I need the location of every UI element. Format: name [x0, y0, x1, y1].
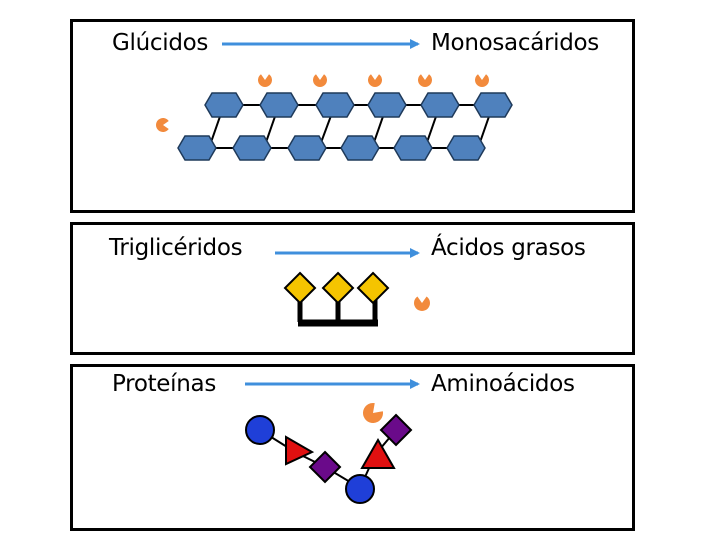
- hexagon-monosaccharide-icon: [177, 135, 217, 161]
- enzyme-pacman-icon: [363, 403, 383, 423]
- hexagon-monosaccharide-icon: [287, 135, 327, 161]
- enzyme-pacman-icon: [313, 74, 327, 87]
- hexagon-monosaccharide-icon: [446, 135, 486, 161]
- label-aminoacidos: Aminoácidos: [431, 371, 575, 397]
- arrows-layer: [222, 39, 420, 389]
- circle-aminoacid-icon: [345, 474, 375, 504]
- enzyme-pacman-icon: [475, 74, 489, 87]
- hexagon-monosaccharide-icon: [204, 92, 244, 118]
- square-aminoacid-icon: [308, 450, 342, 484]
- enzyme-pacman-icon: [414, 296, 430, 312]
- hexagon-monosaccharide-icon: [232, 135, 272, 161]
- label-acidos-grasos: Ácidos grasos: [431, 235, 586, 261]
- hexagon-monosaccharide-icon: [340, 135, 380, 161]
- panel-glucidos: [70, 19, 635, 213]
- hexagon-monosaccharide-icon: [315, 92, 355, 118]
- circle-aminoacid-icon: [245, 415, 275, 445]
- hexagon-monosaccharide-icon: [259, 92, 299, 118]
- triangle-aminoacid-icon: [360, 437, 396, 469]
- hexagon-monosaccharide-icon: [473, 92, 513, 118]
- enzyme-pacman-icon: [155, 118, 169, 132]
- square-aminoacid-icon: [379, 413, 413, 447]
- hexagon-monosaccharide-icon: [393, 135, 433, 161]
- hexagon-monosaccharide-icon: [420, 92, 460, 118]
- shapes-layer: [155, 74, 513, 504]
- diamond-fatty-acid-icon: [321, 271, 355, 305]
- label-trigliceridos: Triglicéridos: [109, 235, 243, 261]
- diamond-fatty-acid-icon: [356, 271, 390, 305]
- hexagon-monosaccharide-icon: [367, 92, 407, 118]
- triangle-aminoacid-icon: [285, 435, 315, 466]
- enzyme-pacman-icon: [418, 74, 432, 87]
- enzyme-pacman-icon: [258, 74, 272, 87]
- enzyme-pacman-icon: [368, 74, 382, 87]
- diamond-fatty-acid-icon: [283, 271, 317, 305]
- label-monosacaridos: Monosacáridos: [431, 30, 599, 56]
- label-glucidos: Glúcidos: [112, 30, 209, 56]
- panel-proteinas: [70, 364, 635, 531]
- label-proteinas: Proteínas: [112, 371, 217, 397]
